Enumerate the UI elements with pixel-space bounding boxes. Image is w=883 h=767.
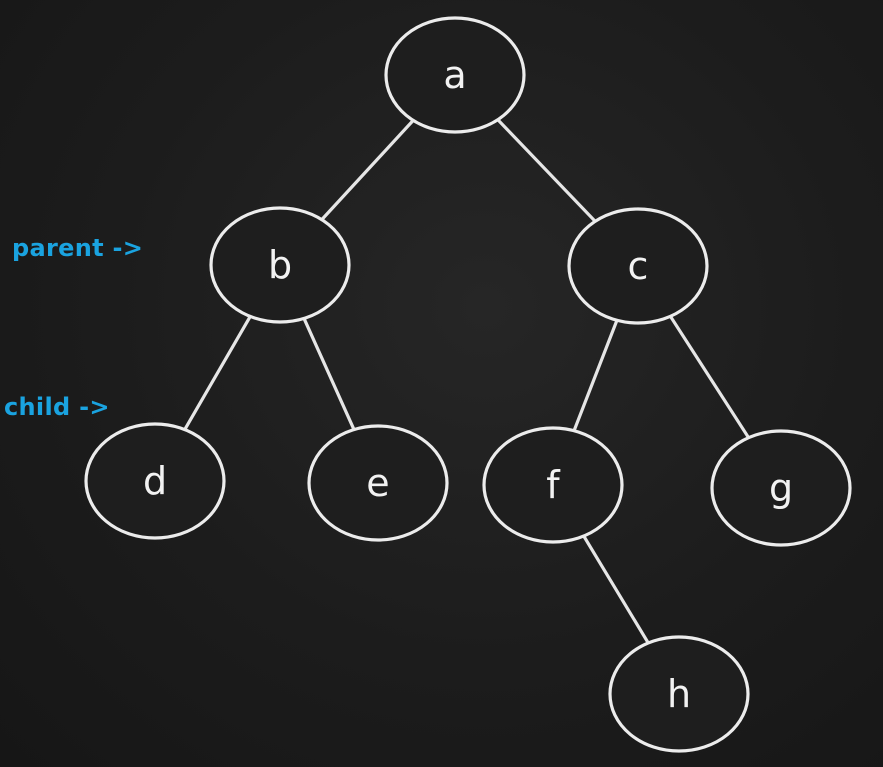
node-circle-h xyxy=(608,635,750,753)
node-label-e: e xyxy=(366,461,389,505)
edge-a-c xyxy=(496,118,597,223)
node-label-a: a xyxy=(443,53,466,97)
tree-node-d: d xyxy=(84,422,226,540)
node-circle-c xyxy=(567,207,709,325)
edge-f-h xyxy=(582,534,650,645)
tree-node-a: a xyxy=(384,16,526,134)
node-circle-d xyxy=(84,422,226,540)
node-label-g: g xyxy=(769,466,793,510)
child-annotation: child -> xyxy=(4,393,110,421)
node-circle-b xyxy=(209,206,351,324)
node-label-f: f xyxy=(546,463,561,507)
node-label-c: c xyxy=(628,244,649,288)
tree-node-f: f xyxy=(482,426,624,544)
tree-node-c: c xyxy=(567,207,709,325)
node-label-b: b xyxy=(268,243,292,287)
tree-node-h: h xyxy=(608,635,750,753)
node-circle-f xyxy=(482,426,624,544)
tree-node-g: g xyxy=(710,429,852,547)
parent-annotation: parent -> xyxy=(12,234,144,262)
edge-c-g xyxy=(668,314,751,440)
tree-node-e: e xyxy=(307,424,449,542)
node-circle-e xyxy=(307,424,449,542)
edge-a-b xyxy=(320,118,415,222)
tree-node-b: b xyxy=(209,206,351,324)
node-circle-a xyxy=(384,16,526,134)
edge-b-e xyxy=(302,316,356,432)
edge-c-f xyxy=(572,318,619,433)
edges-group xyxy=(183,118,751,645)
node-circle-g xyxy=(710,429,852,547)
edge-b-d xyxy=(183,314,252,432)
node-label-h: h xyxy=(667,672,691,716)
node-label-d: d xyxy=(143,459,167,503)
nodes-group: a b c d e f g h xyxy=(84,16,852,753)
